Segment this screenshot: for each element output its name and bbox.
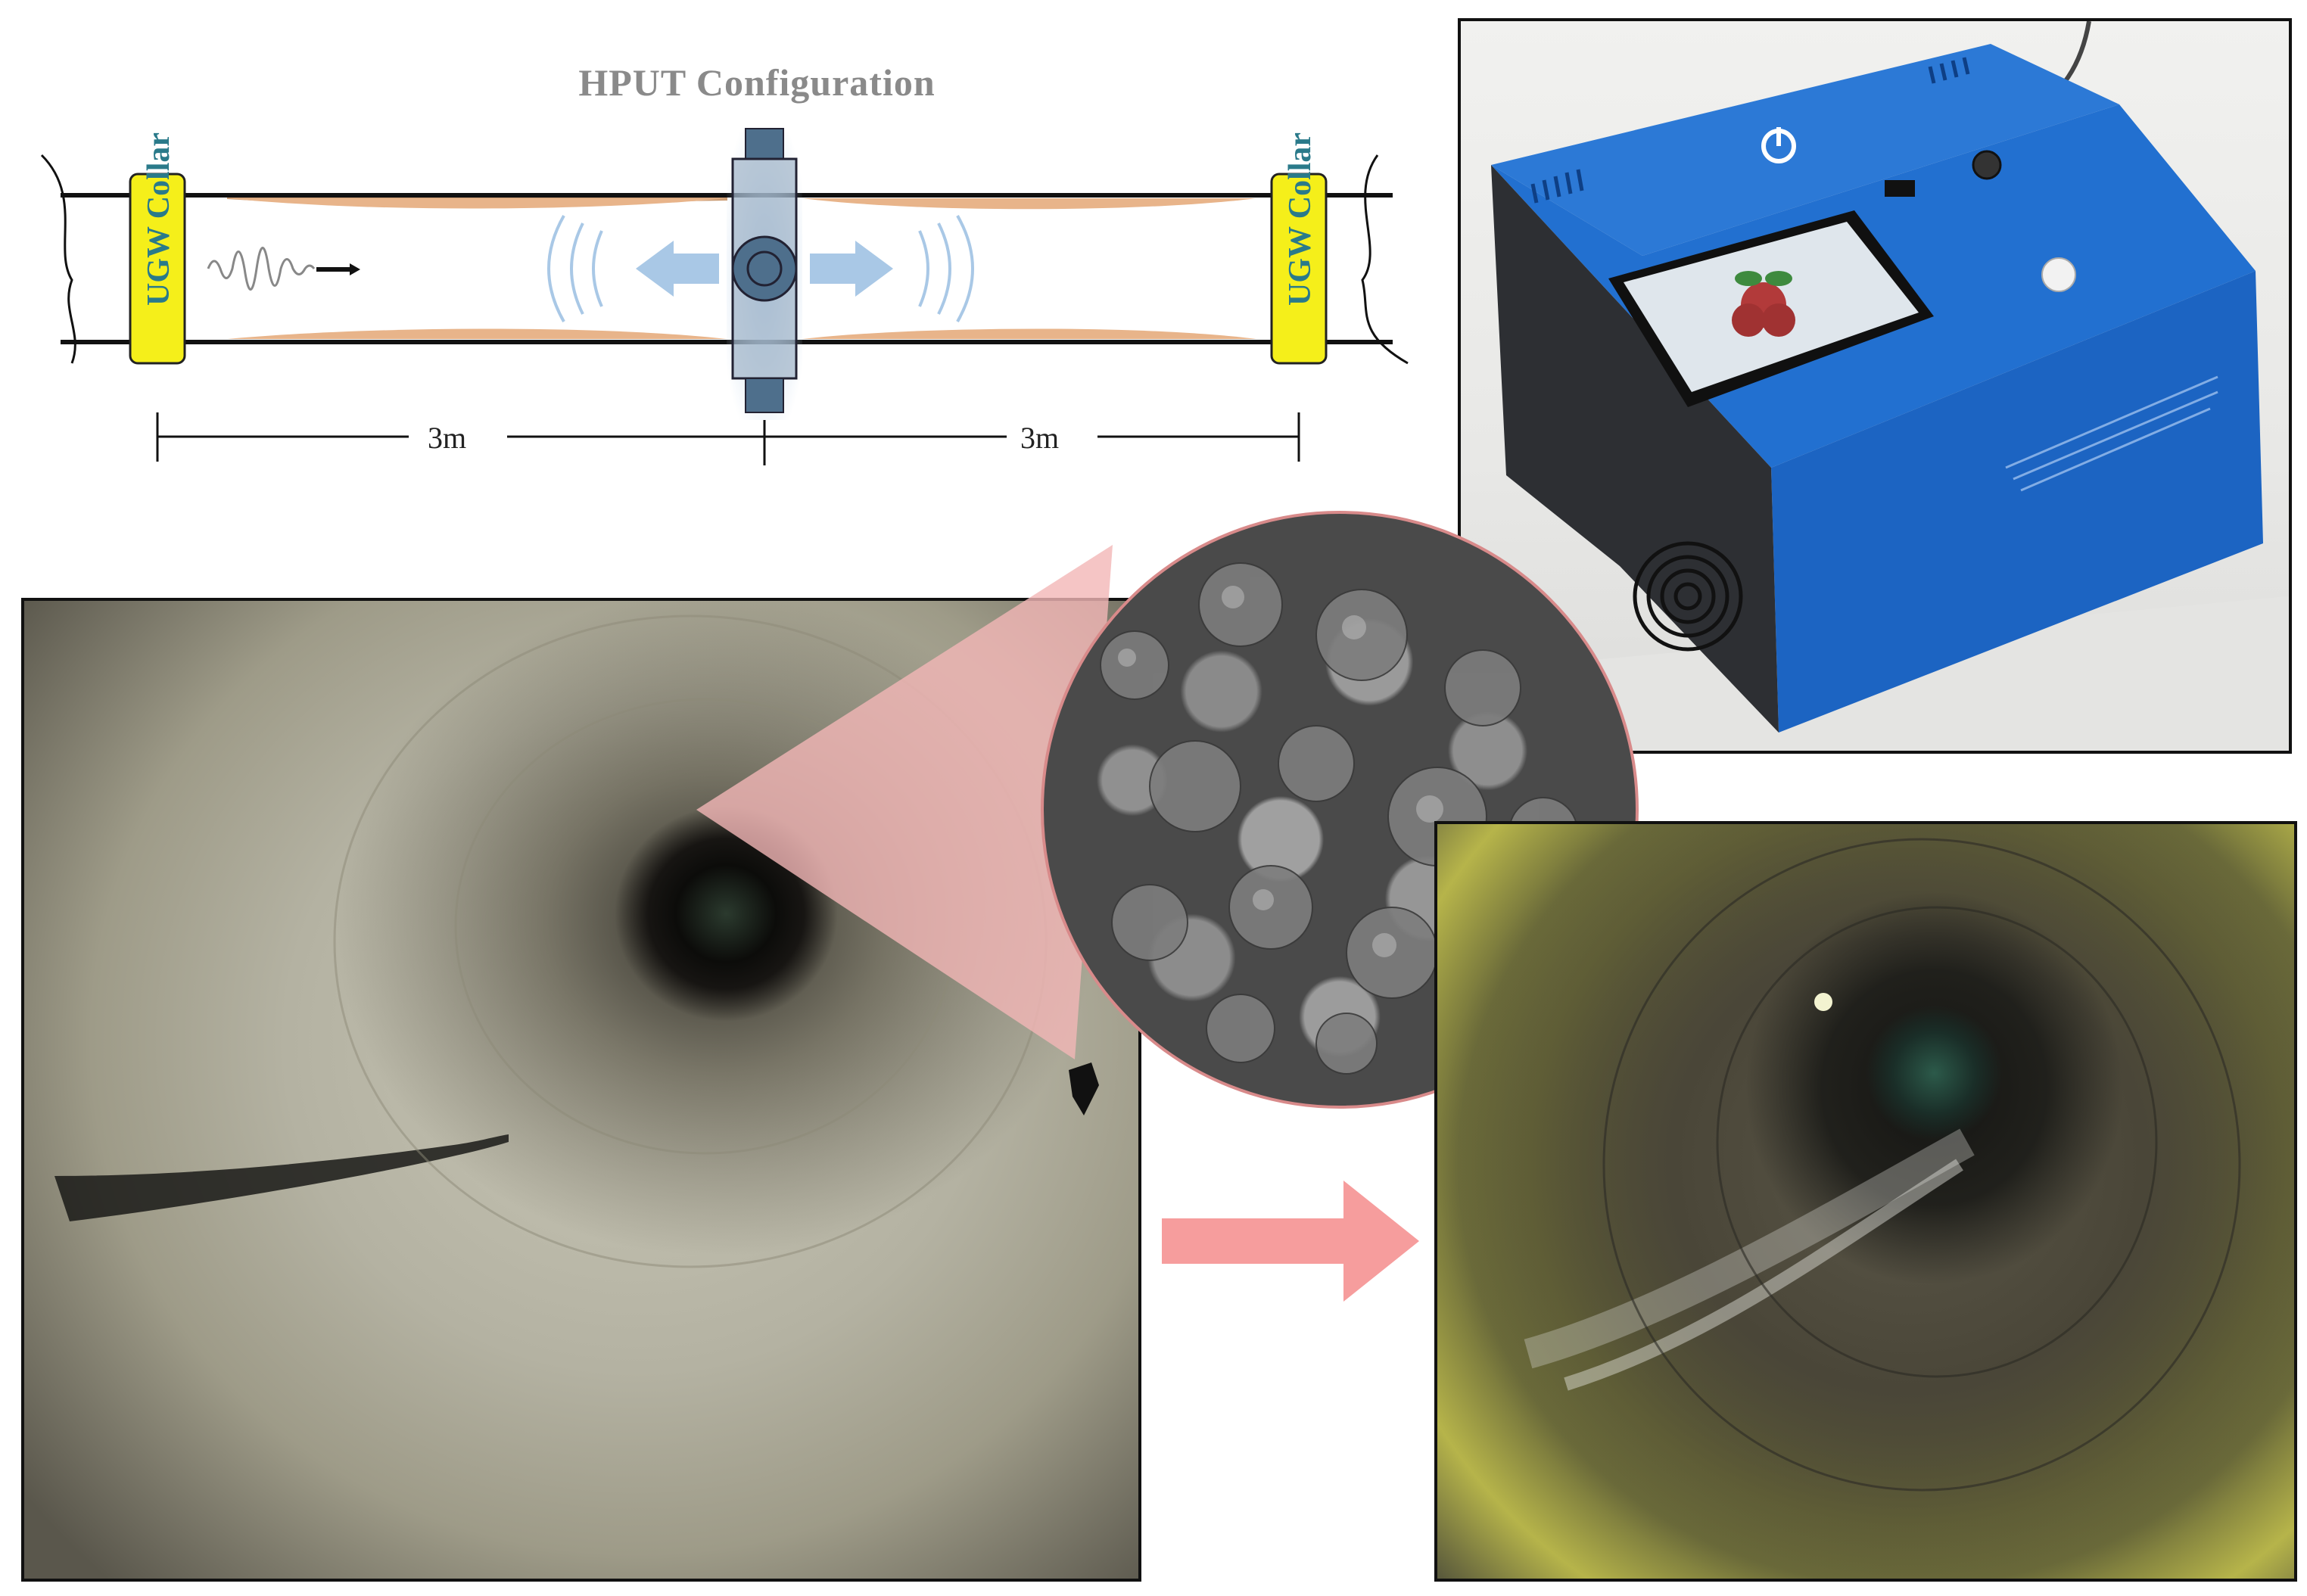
- deposit-top-right: [802, 198, 1256, 210]
- deposit-top-left-band: [227, 198, 727, 209]
- ugw-collar-right: [1270, 173, 1328, 365]
- ugw-collar-left: [129, 173, 186, 365]
- dimension-lines: [156, 412, 1300, 465]
- fan-grille: [1633, 541, 1743, 652]
- deposit-bottom-left: [227, 328, 727, 339]
- deposit-bottom-right: [802, 328, 1256, 339]
- pipe-end-left: [40, 154, 76, 364]
- diagram-title: HPUT Configuration: [578, 61, 936, 104]
- pipe-photo-after: [1434, 821, 2297, 1582]
- dimension-label-right: 3m: [1020, 421, 1060, 455]
- hput-diagram: [40, 128, 1409, 465]
- dimension-label-left: 3m: [428, 421, 467, 455]
- hput-transducer: [731, 128, 798, 413]
- before-after-arrow: [1162, 1181, 1419, 1302]
- emission-arrow-right: [810, 241, 893, 297]
- device-photo: [1458, 18, 2292, 754]
- emission-arrow-left: [636, 241, 719, 297]
- device-side-panel: [1491, 165, 1779, 733]
- power-icon: [1761, 127, 1796, 163]
- wave-packet: [207, 247, 316, 291]
- emission-arcs-left: [547, 215, 603, 322]
- emission-arcs-right: [918, 215, 974, 322]
- raspberry-logo-icon: [1732, 271, 1795, 337]
- corrosion-streak: [54, 1134, 509, 1221]
- device-top-panel: [1491, 44, 2119, 256]
